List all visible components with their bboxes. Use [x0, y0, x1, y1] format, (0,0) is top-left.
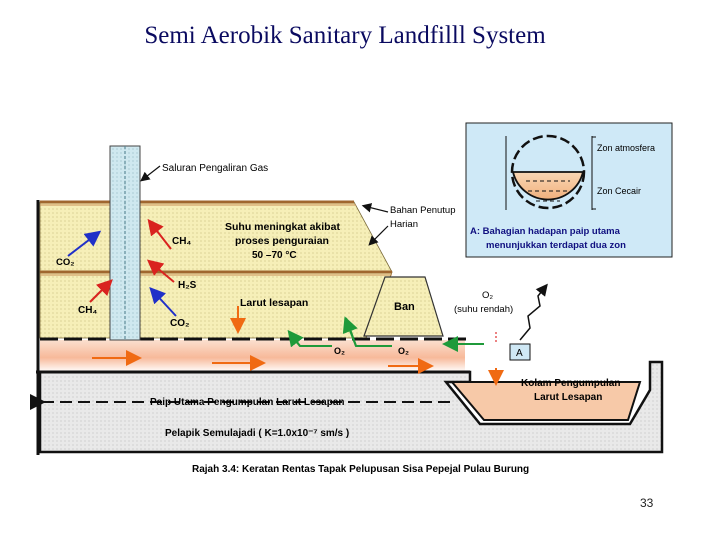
natural-liner	[36, 200, 664, 455]
leachate-arrows	[92, 306, 504, 386]
o2-label-a: O₂	[334, 346, 345, 356]
h2s-label: H₂S	[178, 280, 197, 291]
label-pointers	[140, 165, 548, 342]
point-a-label: A	[516, 348, 523, 359]
ch4-upper-label: CH₄	[172, 236, 191, 247]
temperature-label-1: Suhu meningkat akibat	[225, 221, 340, 233]
gas-vent-pipe	[109, 145, 141, 341]
gas-arrows-blue	[67, 230, 177, 317]
cover-material-label-2: Harian	[390, 219, 418, 230]
oxygen-arrows	[287, 316, 484, 352]
ch4-lower-label: CH₄	[78, 305, 97, 316]
temperature-label-3: 50 –70 °C	[252, 250, 297, 261]
zone-liquid-label: Zon Cecair	[597, 186, 641, 196]
cover-material-label-1: Bahan Penutup	[390, 205, 456, 216]
inset-zone-diagram	[465, 122, 673, 258]
zone-atmosphere-label: Zon atmosfera	[597, 143, 655, 153]
gas-pipe-label: Saluran Pengaliran Gas	[162, 163, 268, 174]
temperature-label-2: proses penguraian	[235, 235, 329, 247]
inset-note-1: A: Bahagian hadapan paip utama	[470, 226, 621, 237]
gas-arrows-red	[89, 218, 175, 303]
leachate-layer	[40, 340, 465, 372]
pond-label-2: Larut Lesapan	[534, 392, 602, 403]
pond-label-1: Kolam Pengumpulan	[521, 378, 620, 389]
leachate-pond	[446, 381, 642, 421]
co2-lower-label: CO₂	[170, 318, 189, 329]
page-number: 33	[640, 496, 654, 510]
figure-caption: Rajah 3.4: Keratan Rentas Tapak Pelupusa…	[192, 464, 529, 475]
main-pipe-label: Paip Utama Pengumpulan Larut Lesapan	[150, 397, 344, 408]
bund-label: Ban	[394, 301, 415, 313]
liner-label: Pelapik Semulajadi ( K=1.0x10⁻⁷ sm/s )	[165, 428, 349, 439]
inset-note-2: menunjukkan terdapat dua zon	[486, 240, 626, 251]
bund	[363, 276, 444, 337]
o2-low-temp-label-2: (suhu rendah)	[454, 304, 513, 315]
slide-title: Semi Aerobik Sanitary Landfilll System	[144, 22, 546, 49]
point-a-box	[509, 343, 531, 361]
co2-left-label: CO₂	[56, 257, 74, 268]
leachate-label: Larut lesapan	[240, 297, 308, 309]
o2-label-b: O₂	[398, 346, 409, 356]
o2-low-temp-label-1: O₂	[482, 290, 493, 301]
